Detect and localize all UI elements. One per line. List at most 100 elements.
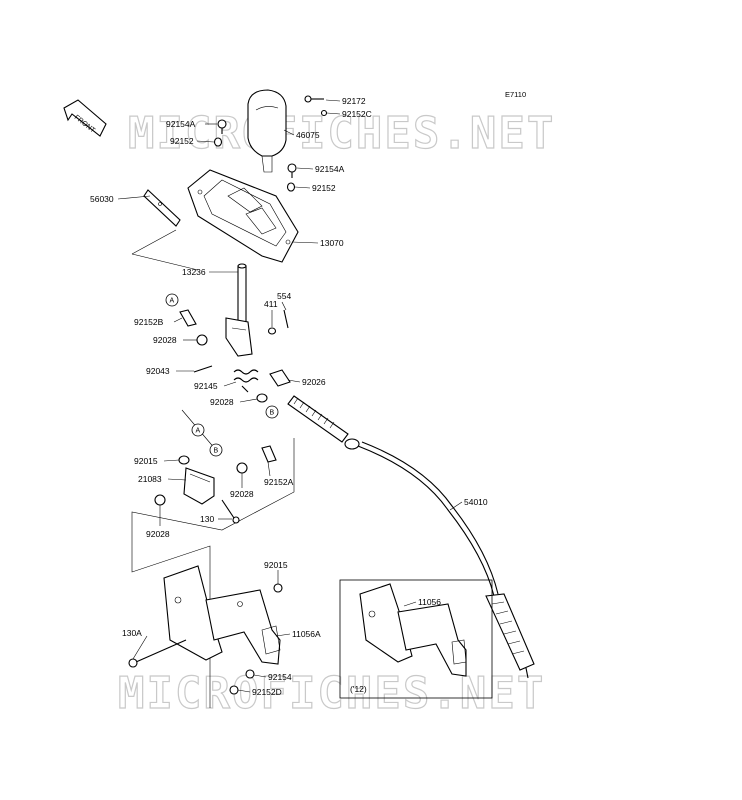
lever-21083 [183, 467, 215, 505]
bracket-56030 [131, 189, 199, 271]
leader-92015-a [163, 459, 180, 462]
part-label-92028-b: 92028 [210, 397, 234, 407]
pin-92043 [193, 365, 213, 373]
diagram-code: E7110 [505, 90, 526, 99]
part-label-92026: 92026 [302, 377, 326, 387]
bushing-92028-b [256, 393, 268, 403]
leader-11056 [403, 601, 417, 607]
callout-b-top: B [265, 405, 279, 419]
spring-92145 [233, 369, 259, 393]
part-label-92152c: 92152C [342, 109, 372, 119]
bolt-92154a-top [217, 119, 227, 134]
bolt-130a [128, 639, 187, 668]
part-label-92145: 92145 [194, 381, 218, 391]
screw-92172 [304, 95, 324, 103]
watermark-bottom: MICROFICHES.NET [118, 668, 545, 719]
leader-92152b [173, 317, 183, 323]
callout-a-bottom: A [191, 423, 205, 437]
svg-text:A: A [170, 298, 175, 305]
svg-text:A: A [196, 428, 201, 435]
bushing-92028-c [236, 462, 248, 474]
part-label-46075: 46075 [296, 130, 320, 140]
part-label-92154a-right: 92154A [315, 164, 345, 174]
pin-92152b [179, 309, 197, 327]
svg-text:B: B [270, 410, 275, 417]
part-label-92152-right: 92152 [312, 183, 336, 193]
collar-92152c [320, 109, 328, 117]
part-label-554: 554 [277, 291, 291, 301]
bolt-92154 [245, 669, 255, 679]
inset-box-2012 [339, 579, 493, 699]
leader-92152-top [196, 140, 215, 143]
shift-cable-54010 [287, 395, 535, 679]
shift-cover-13070 [187, 169, 299, 263]
part-label-11056a: 11056A [292, 629, 321, 639]
pin-554 [283, 309, 289, 329]
front-arrow-icon: FRONT [63, 99, 107, 137]
shift-knob [247, 89, 287, 173]
part-label-92152-top: 92152 [170, 136, 194, 146]
svg-text:B: B [214, 448, 219, 455]
part-label-92172: 92172 [342, 96, 366, 106]
bolt-130 [221, 499, 240, 524]
part-label-92152a: 92152A [264, 477, 294, 487]
collar-92152-right [286, 182, 296, 192]
part-label-130: 130 [200, 514, 214, 524]
leader-92154a-right [296, 167, 314, 170]
leader-92152d [237, 689, 251, 693]
part-label-54010: 54010 [464, 497, 488, 507]
leader-92145 [223, 381, 237, 387]
part-label-56030: 56030 [90, 194, 114, 204]
callout-a-top: A [165, 293, 179, 307]
leader-56030 [117, 195, 151, 200]
bushing-92028-a [196, 334, 208, 346]
pin-92152a [261, 445, 277, 463]
leader-130a [132, 635, 148, 660]
leader-11056a [275, 633, 291, 637]
part-label-92152b: 92152B [134, 317, 164, 327]
leader-554 [281, 301, 287, 311]
part-label-92028-d: 92028 [146, 529, 170, 539]
part-label-130a: 130A [122, 628, 142, 638]
part-label-411: 411 [264, 299, 278, 309]
leader-92026 [287, 379, 301, 383]
leader-21083 [167, 478, 187, 481]
nut-92015-b [273, 583, 283, 593]
nut-92015-a [178, 455, 190, 465]
clip-92026 [269, 369, 291, 387]
shift-lever-13236 [225, 263, 253, 357]
group-bracket-outline [131, 438, 295, 708]
part-label-92152d: 92152D [252, 687, 282, 697]
part-label-92028-c: 92028 [230, 489, 254, 499]
collar-92152-top [213, 137, 223, 147]
collar-92152d [229, 685, 239, 695]
leader-46075 [283, 129, 295, 136]
washer-411 [267, 327, 277, 335]
leader-54010 [449, 501, 463, 511]
part-label-92015-b: 92015 [264, 560, 288, 570]
part-label-92015-a: 92015 [134, 456, 158, 466]
part-label-92154: 92154 [268, 672, 292, 682]
part-label-92043: 92043 [146, 366, 170, 376]
part-label-92154a-top: 92154A [166, 119, 196, 129]
part-label-21083: 21083 [138, 474, 162, 484]
part-label-92028-a: 92028 [153, 335, 177, 345]
bolt-92154a-right [287, 163, 297, 178]
leader-13070 [291, 241, 319, 244]
leader-92028-b [239, 398, 258, 403]
inset-year-note: ('12) [350, 684, 367, 694]
part-label-11056: 11056 [418, 597, 441, 607]
leader-92154 [253, 674, 267, 678]
leader-92152c [326, 112, 341, 115]
part-label-13236: 13236 [182, 267, 206, 277]
bushing-92028-d [154, 494, 166, 506]
leader-92152a [267, 461, 271, 477]
part-label-13070: 13070 [320, 238, 344, 248]
callout-b-bottom: B [209, 443, 223, 457]
leader-92172 [325, 99, 341, 102]
watermark-top: MICROFICHES.NET [128, 108, 555, 159]
bracket-11056a [163, 565, 281, 665]
leader-92152-right [294, 186, 311, 189]
